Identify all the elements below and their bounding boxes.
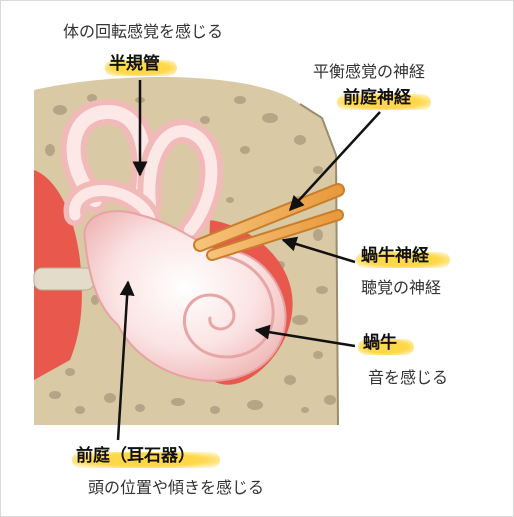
arrow-vestibular-nerve	[288, 111, 381, 212]
vestibular-nerve-description: 平衡感覚の神経	[313, 62, 426, 81]
vestibule-description: 頭の位置や傾きを感じる	[88, 478, 265, 497]
semicircular-canal-description: 体の回転感覚を感じる	[63, 22, 224, 41]
cochlear-nerve-label: 蝸牛神経	[361, 246, 429, 266]
highlight-semicircular	[105, 60, 177, 76]
arrow-cochlea	[254, 324, 356, 348]
arrow-vestibule	[116, 280, 135, 441]
cochlea-label: 蝸牛	[363, 333, 397, 353]
highlight-cochlea	[358, 339, 414, 355]
vestibule-label: 前庭（耳石器）	[76, 446, 195, 466]
arrows	[116, 80, 381, 441]
nerves	[193, 183, 345, 261]
cochlear-nerve-description: 聴覚の神経	[361, 278, 442, 297]
arrow-cochlear-nerve	[281, 236, 356, 264]
cochlea-description: 音を感じる	[368, 368, 449, 387]
highlight-vestibule	[72, 452, 220, 468]
highlight-vestibular-nerve	[337, 94, 431, 110]
highlight-cochlear-nerve	[356, 252, 450, 268]
vestibular-nerve-label: 前庭神経	[343, 88, 411, 108]
semicircular-canal-label: 半規管	[109, 54, 160, 74]
